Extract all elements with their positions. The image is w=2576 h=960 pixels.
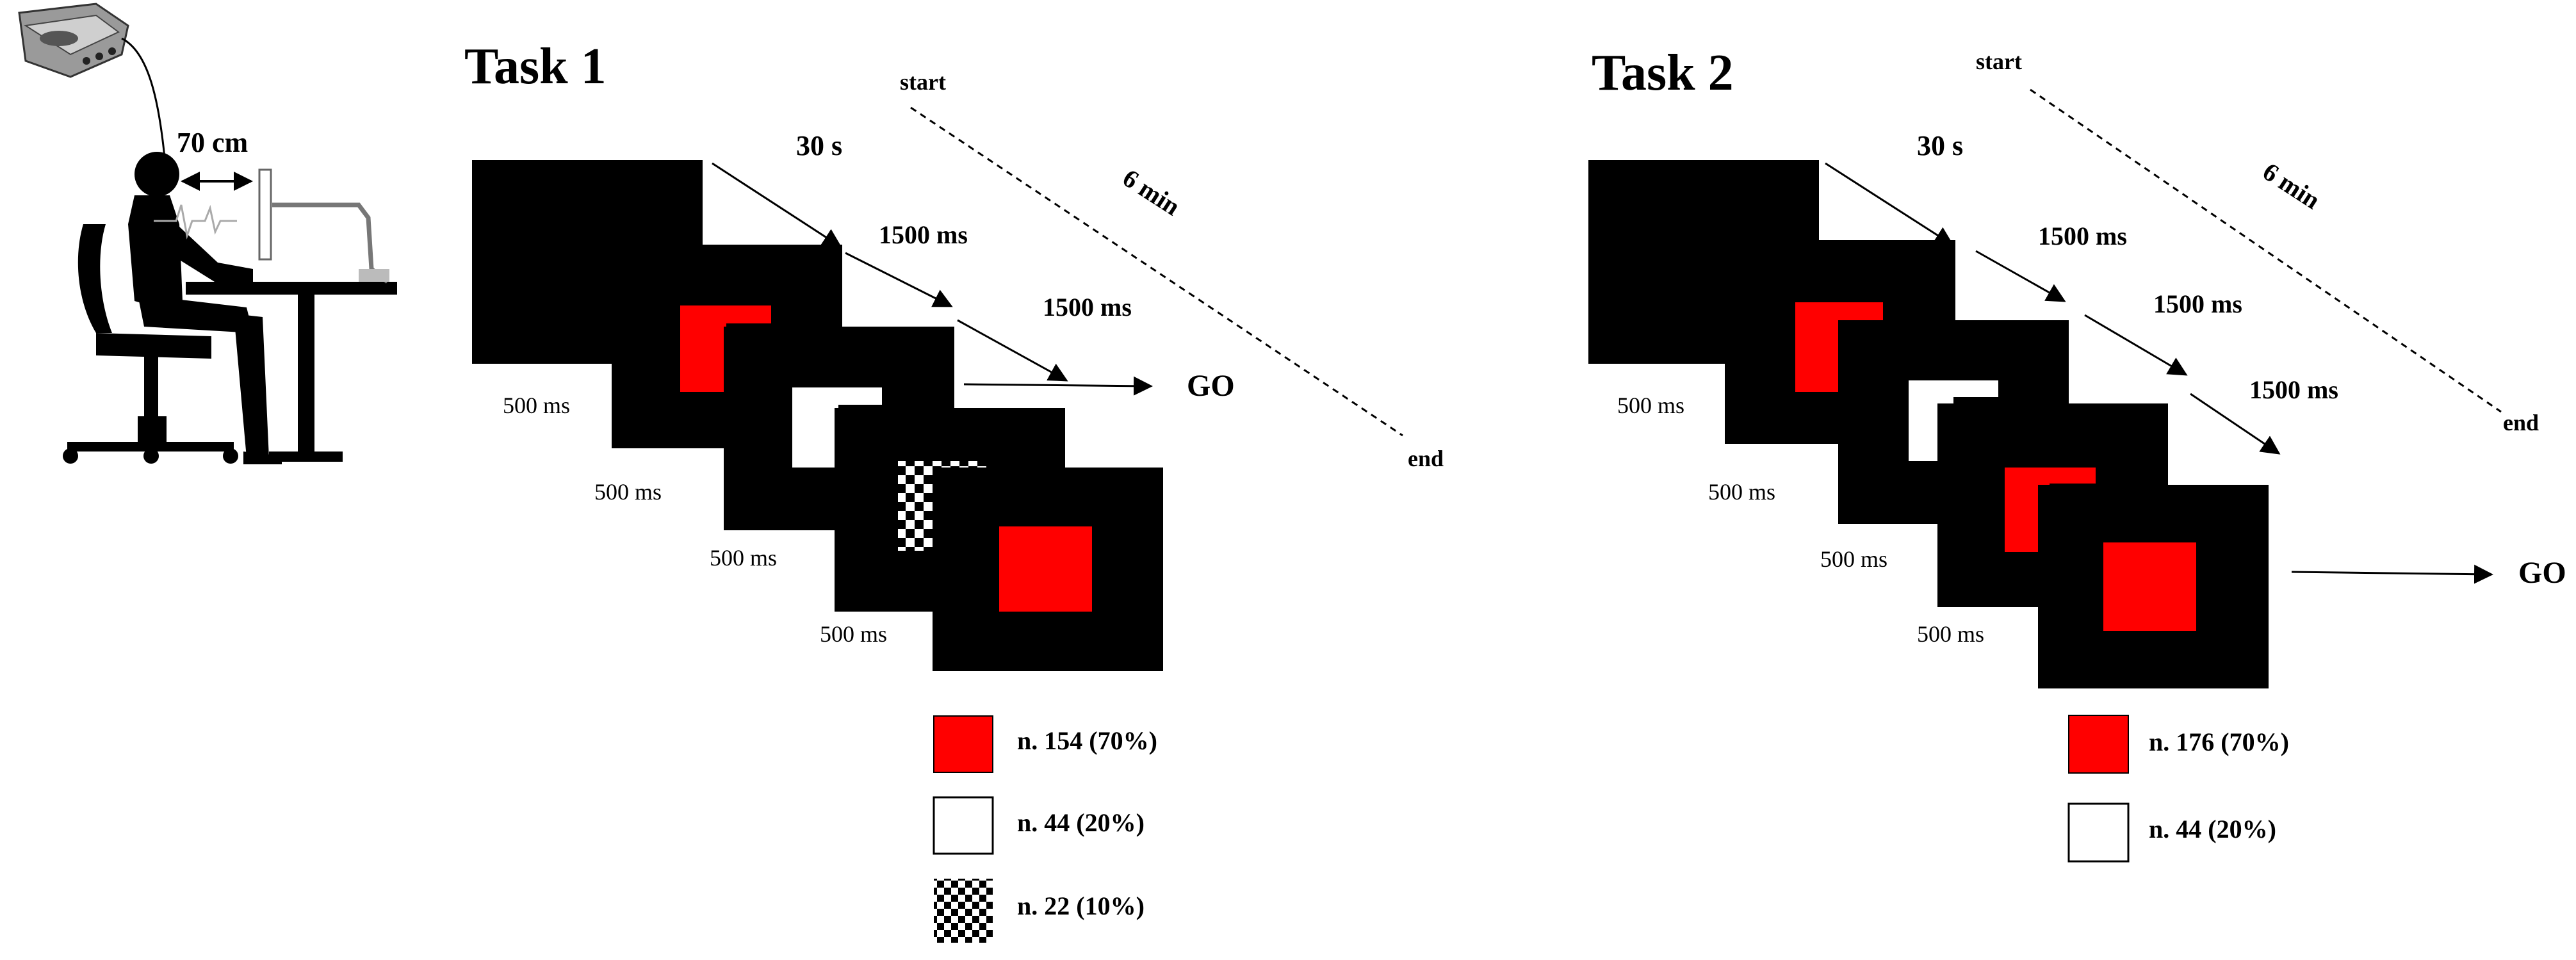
fixation-duration-1: 500 ms [503,393,570,418]
legend-checker-swatch [934,879,993,943]
seated-participant-icon [63,152,282,464]
red-square-stimulus [999,526,1092,612]
block-start-label: start [1976,49,2022,74]
arrow-interval-1 [1975,250,2066,302]
arrow-initial-interval [1825,162,1954,246]
electrode-cable [121,37,168,180]
initial-interval-label: 30 s [1917,130,1963,161]
block-end-label: end [2503,410,2539,435]
initial-interval-label: 30 s [796,130,842,161]
fixation-duration-4: 500 ms [1917,621,1984,647]
legend-white-swatch [933,796,994,855]
legend-white-label: n. 44 (20%) [1017,808,1145,837]
fixation-duration-2: 500 ms [1708,479,1775,505]
interval-label-1: 1500 ms [879,220,968,249]
red-square-stimulus [2103,542,2196,631]
arrow-initial-interval [712,162,842,248]
desk-icon [186,282,397,462]
legend-checker-label: n. 22 (10%) [1017,891,1145,920]
fixation-duration-3: 500 ms [710,545,777,571]
monitor-icon [258,168,389,284]
interval-label-2: 1500 ms [2153,289,2242,318]
fixation-duration-1: 500 ms [1617,393,1684,418]
arrow-go [963,376,1153,396]
arrow-interval-1 [845,252,953,307]
arrow-go [2291,564,2493,584]
legend-white-label: n. 44 (20%) [2149,815,2276,843]
legend-red-swatch [933,715,993,773]
interval-label-1: 1500 ms [2038,222,2127,250]
legend-white-swatch [2067,802,2130,863]
distance-label: 70 cm [177,127,248,158]
legend-red-label: n. 154 (70%) [1017,726,1157,755]
block-start-label: start [900,69,946,95]
red-l-stimulus-2 [2005,468,2096,552]
go-label: GO [2518,556,2566,590]
block-timeline [910,106,1403,437]
task-1-title: Task 1 [464,38,607,95]
block-duration-label: 6 min [2258,157,2326,215]
arrow-interval-3 [2190,393,2281,455]
fixation-duration-3: 500 ms [1820,546,1887,572]
block-duration-label: 6 min [1118,163,1186,221]
block-timeline [2030,88,2502,413]
legend-red-swatch [2068,715,2129,774]
fixation-duration-4: 500 ms [820,621,887,647]
task-2-panel: Task 2 500 ms 500 ms 500 ms 500 ms 30 s … [1588,45,2566,863]
arrow-interval-2 [2084,314,2188,376]
interval-label-3: 1500 ms [2249,375,2338,404]
legend-red-label: n. 176 (70%) [2149,728,2289,756]
eeg-amplifier-icon [18,3,129,78]
block-end-label: end [1408,446,1444,471]
interval-label-2: 1500 ms [1043,293,1132,321]
arrow-interval-2 [957,319,1068,382]
ecg-trace-icon [154,204,237,240]
task-1-panel: Task 1 500 ms 500 ms 500 ms 500 ms 30 s … [464,38,1444,943]
checker-l-stimulus [898,461,986,551]
task-2-title: Task 2 [1592,45,1734,101]
fixation-duration-2: 500 ms [594,479,662,505]
go-label: GO [1187,369,1235,403]
